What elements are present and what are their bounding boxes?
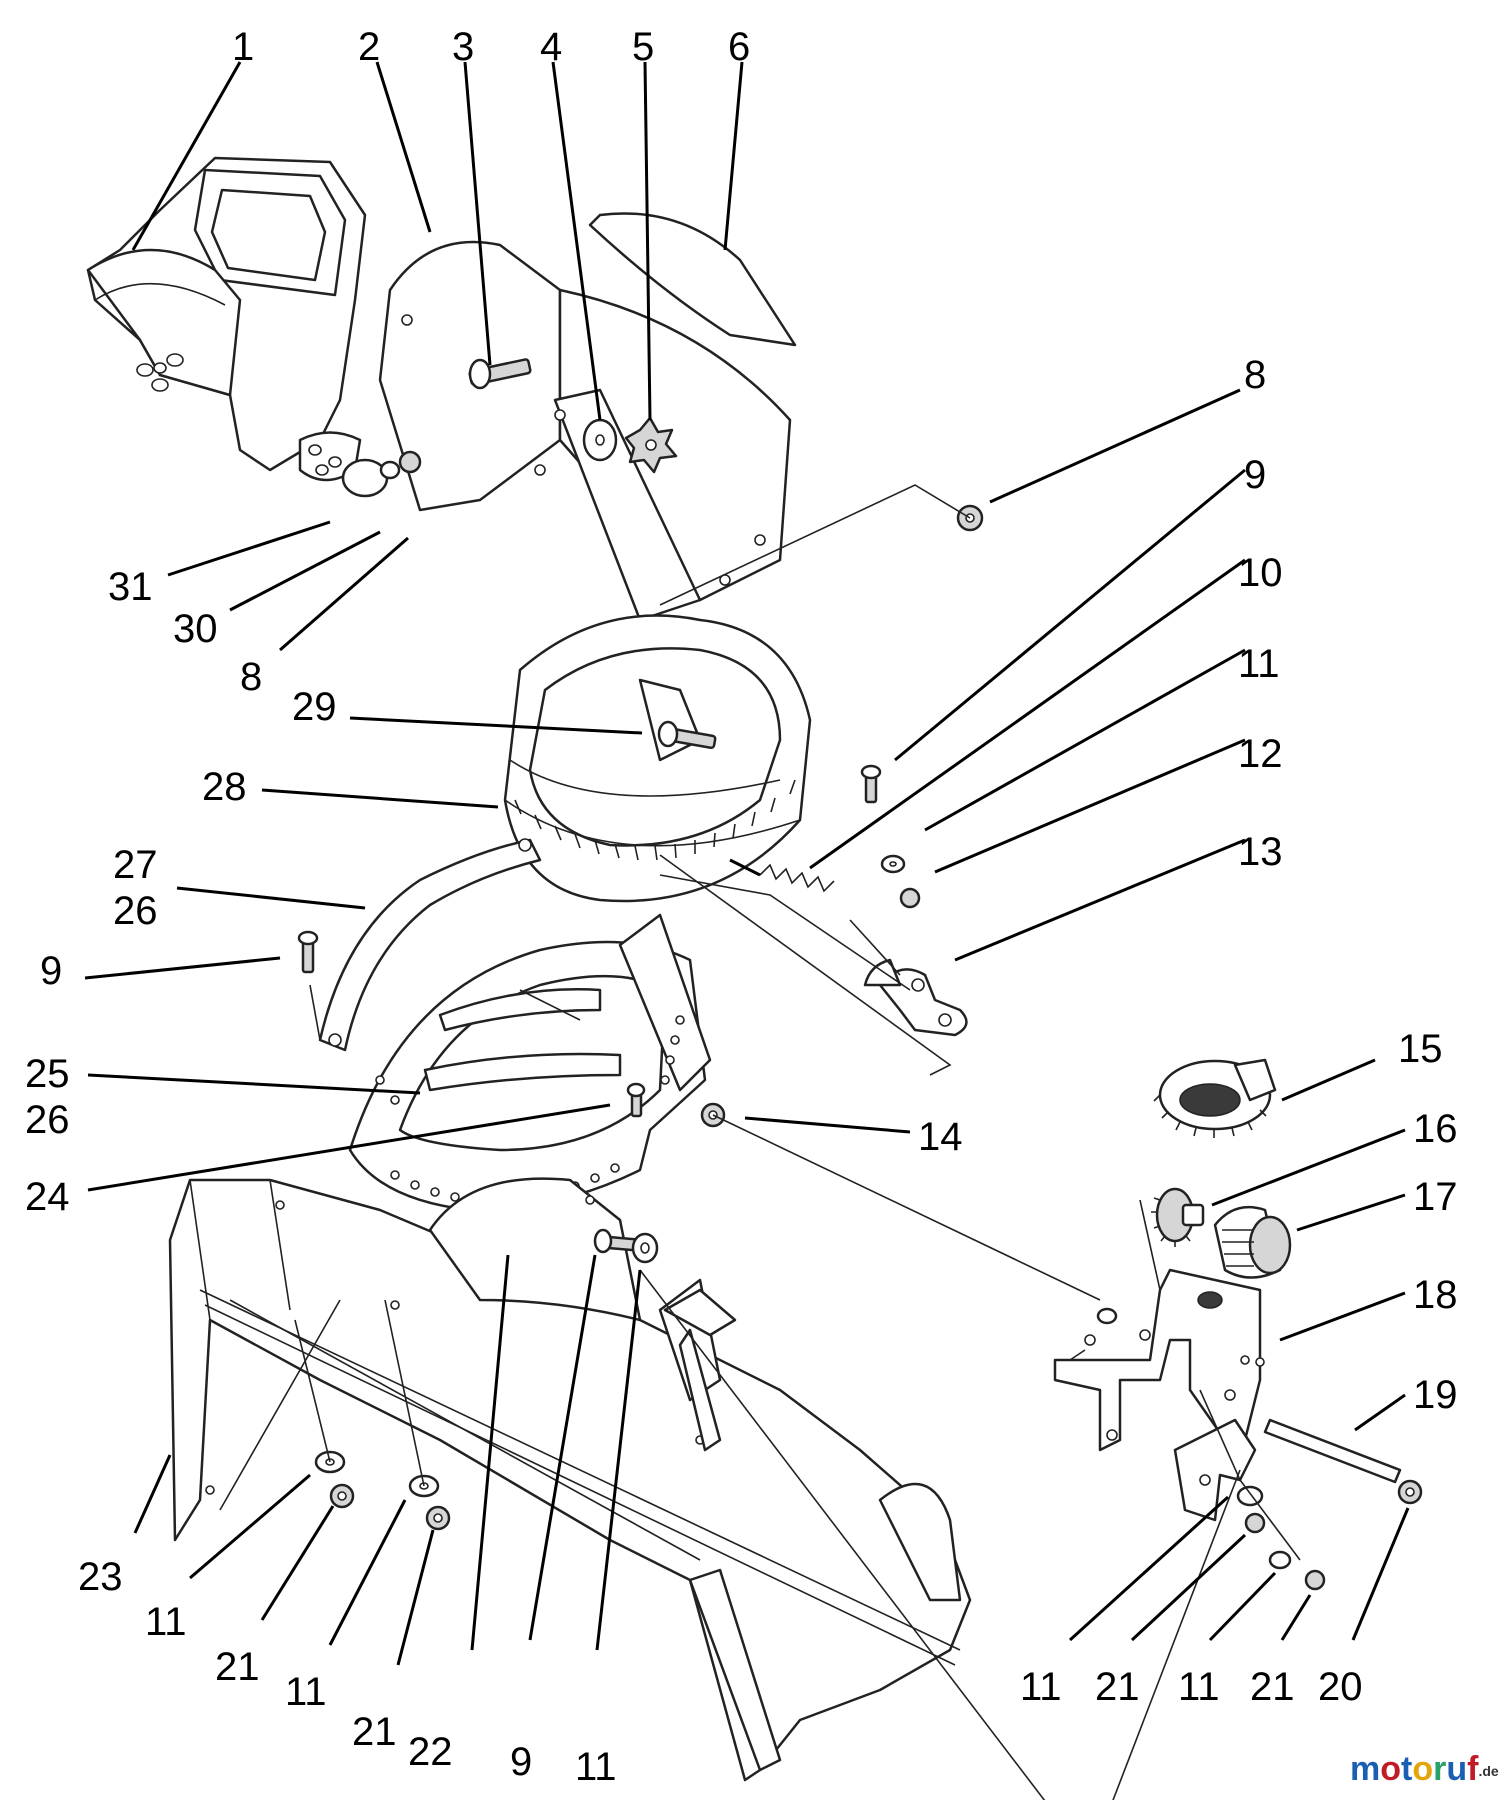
- callout-25: 25: [25, 1052, 70, 1096]
- bracket-lower-part: [1173, 1418, 1257, 1522]
- washer-11a-part: [880, 854, 906, 874]
- callout-9-left: 9: [40, 949, 62, 993]
- callout-11-c: 11: [575, 1745, 617, 1789]
- callout-4: 4: [540, 25, 562, 69]
- star-washer-5-part: [624, 416, 678, 474]
- bolt-9a-part: [860, 764, 882, 804]
- bolt-9c-part: [593, 1228, 642, 1254]
- watermark-letter: u: [1446, 1750, 1467, 1788]
- washer-11f-part: [1268, 1550, 1292, 1570]
- nut-21b-part: [425, 1505, 451, 1531]
- callout-19: 19: [1413, 1373, 1458, 1417]
- watermark-letter: t: [1401, 1750, 1412, 1788]
- callout-8-top: 8: [1244, 353, 1266, 397]
- chute-cover-part: [588, 212, 797, 347]
- callout-18: 18: [1413, 1273, 1458, 1317]
- washer-31-part: [341, 458, 389, 498]
- callout-29: 29: [292, 685, 337, 729]
- bolt-9b-part: [297, 930, 319, 974]
- watermark-suffix: .de: [1478, 1763, 1498, 1779]
- svg-text:motoruf.de: motoruf.de: [1350, 1750, 1499, 1788]
- watermark-letter: m: [1350, 1750, 1380, 1788]
- callout-15: 15: [1398, 1027, 1443, 1071]
- nut-21a-part: [329, 1483, 355, 1509]
- callout-10: 10: [1238, 551, 1283, 595]
- callout-20: 20: [1318, 1665, 1363, 1709]
- callout-2: 2: [358, 25, 380, 69]
- callout-9-top: 9: [1244, 453, 1266, 497]
- deflector-part: [86, 156, 367, 482]
- washer-30-part: [379, 460, 401, 480]
- watermark-logo: motoruf.de: [1350, 1750, 1499, 1788]
- callout-21-b: 21: [352, 1710, 397, 1754]
- callout-6: 6: [728, 25, 750, 69]
- callout-11-top: 11: [1238, 642, 1280, 686]
- spring-10-part: [729, 858, 835, 893]
- callout-11-a: 11: [145, 1600, 187, 1644]
- bracket-18-part: [1053, 1268, 1265, 1452]
- callout-23: 23: [78, 1555, 123, 1599]
- callout-16: 16: [1413, 1107, 1458, 1151]
- housing-23-part: [168, 1177, 972, 1782]
- ring-gear-28-part: [503, 614, 812, 903]
- washer-4-part: [582, 418, 618, 462]
- callout-12: 12: [1238, 732, 1283, 776]
- callout-21-d: 21: [1250, 1665, 1295, 1709]
- callout-14: 14: [918, 1115, 963, 1159]
- callout-27: 27: [113, 843, 158, 887]
- lever-13-part: [863, 958, 968, 1037]
- leader-lines: [84, 61, 1410, 1666]
- callout-labels: 1 2 3 4 5 6 8 9 10 11 12 13 31 30 8 29 2…: [25, 25, 1458, 1789]
- callout-1: 1: [232, 25, 254, 69]
- callout-11-d: 11: [1020, 1665, 1062, 1709]
- watermark-letter: o: [1380, 1750, 1401, 1788]
- callout-13: 13: [1238, 830, 1283, 874]
- nut-12-part: [899, 887, 921, 909]
- callout-26-lower: 26: [25, 1098, 70, 1142]
- callout-22: 22: [408, 1730, 453, 1774]
- nut-21d-part: [1304, 1569, 1326, 1591]
- nut-21c-part: [1244, 1512, 1266, 1534]
- bolt-24-part: [626, 1082, 646, 1118]
- washer-11d-part: [631, 1232, 659, 1264]
- callout-24: 24: [25, 1175, 70, 1219]
- callout-11-e: 11: [1178, 1665, 1220, 1709]
- callout-30: 30: [173, 607, 218, 651]
- gear-16-part: [1151, 1187, 1205, 1247]
- washer-11e-part: [1236, 1485, 1264, 1507]
- callout-21-a: 21: [215, 1645, 260, 1689]
- gear-15-part: [1153, 1058, 1277, 1138]
- callout-26-upper: 26: [113, 889, 158, 933]
- clamp-strip-27-part: [318, 838, 542, 1052]
- callout-17: 17: [1413, 1175, 1458, 1219]
- bolt-29-part: [657, 720, 717, 750]
- callout-31: 31: [108, 565, 153, 609]
- watermark-letter: r: [1433, 1750, 1446, 1788]
- callout-5: 5: [632, 25, 654, 69]
- callout-3: 3: [452, 25, 474, 69]
- alignment-lines: [219, 484, 1301, 1800]
- gear-17-part: [1213, 1205, 1292, 1279]
- watermark-letter: o: [1412, 1750, 1433, 1788]
- callout-9-bottom: 9: [510, 1740, 532, 1784]
- bolt-3-part: [468, 358, 532, 390]
- callout-8-left: 8: [240, 655, 262, 699]
- callout-21-c: 21: [1095, 1665, 1140, 1709]
- pin-19-part: [1263, 1418, 1402, 1484]
- bolt-20-part: [1397, 1479, 1423, 1505]
- bracket-small-part: [663, 1288, 737, 1452]
- callout-11-b: 11: [285, 1670, 327, 1714]
- callout-28: 28: [202, 765, 247, 809]
- nut-8b-part: [398, 450, 422, 474]
- watermark-letter: f: [1467, 1750, 1479, 1788]
